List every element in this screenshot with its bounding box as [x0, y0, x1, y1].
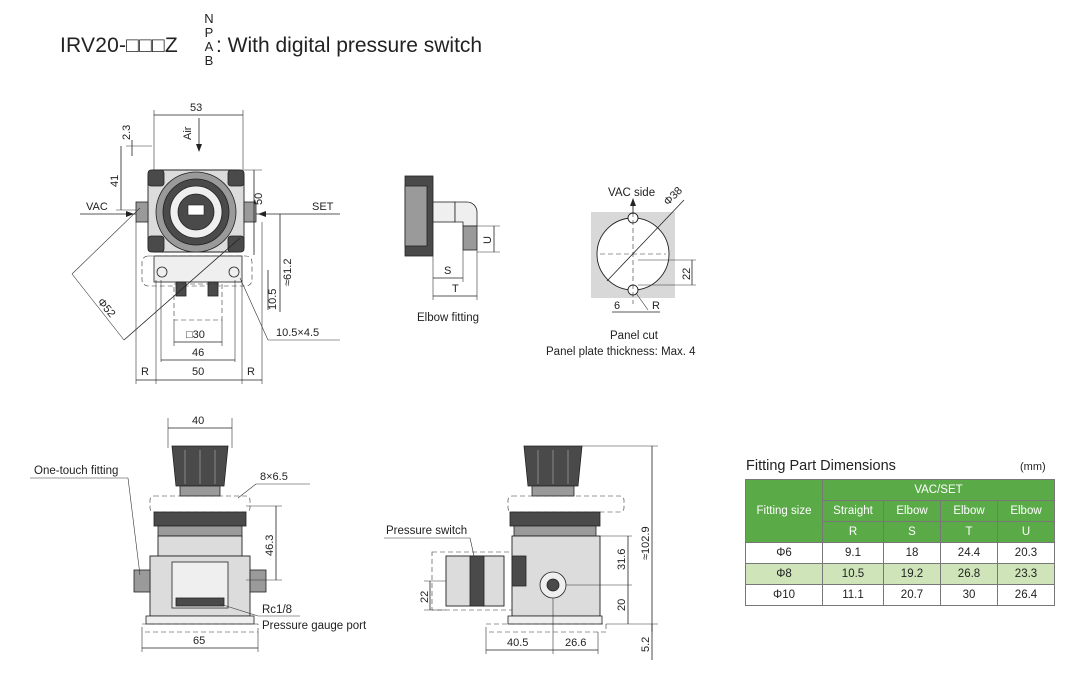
letter-header: S [883, 521, 941, 543]
fitting-size-cell: Φ6 [745, 542, 823, 564]
table-cell: 26.8 [940, 563, 998, 585]
elbow-dim-s: S [444, 265, 451, 277]
fitting-table-title: Fitting Part Dimensions [746, 458, 896, 474]
panel-cut-caption: Panel cut [610, 330, 659, 342]
dim-65: 65 [193, 635, 205, 647]
fitting-size-cell: Φ10 [745, 584, 823, 606]
dim-50-vertical: 50 [253, 193, 265, 205]
table-row: Φ6 9.1 18 24.4 20.3 [745, 542, 1055, 564]
table-cell: 30 [940, 584, 998, 606]
table-cell: 24.4 [940, 542, 998, 564]
table-cell: 9.1 [822, 542, 884, 564]
suffix-options: N P A B [203, 12, 215, 68]
gauge-port-label: Pressure gauge port [262, 620, 367, 632]
table-row: Φ10 11.1 20.7 30 26.4 [745, 584, 1055, 606]
dim-40-5: 40.5 [507, 637, 528, 649]
table-cell: 26.4 [997, 584, 1055, 606]
dim-41: 41 [109, 175, 121, 187]
panel-dim-6: 6 [614, 300, 620, 312]
table-type-row: Straight Elbow Elbow Elbow [746, 500, 1055, 522]
table-row: Φ8 10.5 19.2 26.8 23.3 [745, 563, 1055, 585]
table-cell: 20.3 [997, 542, 1055, 564]
dim-31-6: 31.6 [616, 549, 628, 570]
fitting-size-header: Fitting size [745, 479, 823, 543]
air-label: Air [182, 126, 194, 140]
table-header-row: Fitting size VAC/SET [745, 479, 1055, 543]
dim-50-horizontal: 50 [192, 366, 204, 378]
dim-dia-52: Φ52 [95, 296, 118, 320]
panel-dim-dia-38: Φ38 [662, 185, 685, 208]
suffix-option: B [204, 53, 214, 68]
dim-26-6: 26.6 [565, 637, 586, 649]
side-view: Pressure switch ≈102.9 31.6 20 22 40.5 2… [384, 445, 658, 660]
fitting-size-cell: Φ8 [745, 563, 823, 585]
one-touch-fitting-label: One-touch fitting [34, 465, 118, 477]
model-prefix: IRV20-□□□Z [60, 34, 178, 57]
dim-40: 40 [192, 415, 204, 427]
dim-61-2: ≈61.2 [282, 259, 294, 286]
letter-header: R [822, 521, 884, 543]
panel-dim-22: 22 [681, 268, 693, 280]
set-label: SET [312, 201, 334, 213]
vac-label: VAC [86, 201, 108, 213]
front-view: 40 46.3 8×6.5 One- [30, 415, 367, 652]
pressure-switch-label: Pressure switch [386, 525, 467, 537]
top-view: 53 Air 2.3 41 VAC SET 50 [71, 102, 340, 384]
type-header: Elbow [997, 500, 1055, 522]
fitting-table-unit: (mm) [1020, 461, 1046, 473]
type-header: Elbow [940, 500, 998, 522]
suffix-option: N [204, 11, 214, 26]
type-header: Elbow [883, 500, 941, 522]
dim-sq-30: □30 [186, 329, 205, 341]
slot-dim: 10.5×4.5 [276, 327, 319, 339]
dim-2-3: 2.3 [121, 125, 133, 140]
dim-20: 20 [616, 599, 628, 611]
dim-46: 46 [192, 347, 204, 359]
table-cell: 18 [883, 542, 941, 564]
vac-side-label: VAC side [608, 187, 655, 199]
elbow-fitting-view: U S T Elbow fitting [404, 175, 500, 324]
panel-dim-r: R [652, 300, 660, 312]
rc-1-8-label: Rc1/8 [262, 604, 292, 616]
vac-set-header: VAC/SET [822, 479, 1055, 501]
fitting-dimensions-table: Fitting size VAC/SET Straight Elbow Elbo… [745, 479, 1055, 606]
panel-plate-note: Panel plate thickness: Max. 4 [546, 346, 696, 358]
page-title: IRV20-□□□Z [60, 34, 178, 58]
type-header: Straight [822, 500, 884, 522]
dim-46-3: 46.3 [264, 535, 276, 556]
panel-cut-view: VAC side Φ38 22 6 R Panel cut Panel plat… [546, 185, 696, 358]
letter-header: T [940, 521, 998, 543]
table-cell: 20.7 [883, 584, 941, 606]
suffix-option: P [204, 25, 214, 40]
title-description: : With digital pressure switch [216, 34, 483, 57]
table-cell: 11.1 [822, 584, 884, 606]
suffix-option: A [204, 39, 214, 54]
elbow-dim-u: U [482, 236, 494, 244]
elbow-dim-t: T [452, 283, 459, 295]
dim-r-left: R [141, 366, 149, 378]
table-cell: 23.3 [997, 563, 1055, 585]
dim-r-right: R [247, 366, 255, 378]
elbow-caption: Elbow fitting [417, 312, 479, 324]
dim-102-9: ≈102.9 [640, 526, 652, 560]
dim-5-2: 5.2 [640, 637, 652, 652]
table-letter-row: R S T U [746, 521, 1055, 543]
letter-header: U [997, 521, 1055, 543]
dim-10-5: 10.5 [267, 289, 279, 310]
side-dim-22: 22 [419, 591, 431, 603]
dim-53: 53 [190, 102, 202, 114]
table-cell: 10.5 [822, 563, 884, 585]
dim-8x6-5: 8×6.5 [260, 471, 288, 483]
table-cell: 19.2 [883, 563, 941, 585]
